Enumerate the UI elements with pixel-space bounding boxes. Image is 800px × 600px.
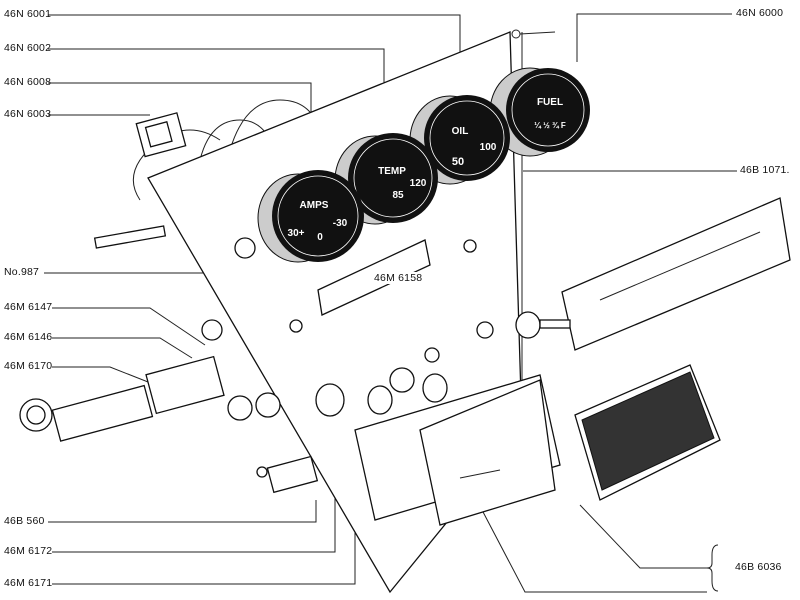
svg-text:100: 100 [480, 142, 497, 153]
part-label-46b-6036: 46B 6036 [735, 561, 782, 573]
part-label-46m-6158: 46M 6158 [372, 272, 425, 284]
part-label-46m-6147: 46M 6147 [4, 301, 53, 313]
switch-assembly [19, 225, 319, 494]
part-label-46n-6002: 46N 6002 [4, 42, 52, 54]
svg-text:OIL: OIL [452, 126, 469, 137]
fuel-gauge: FUEL ¼ ½ ¾ F [489, 67, 590, 157]
svg-text:TEMP: TEMP [378, 166, 406, 177]
svg-text:85: 85 [392, 190, 404, 201]
part-label-46m-6146: 46M 6146 [4, 331, 53, 343]
svg-text:FUEL: FUEL [537, 97, 563, 108]
part-label-46n-6001: 46N 6001 [4, 8, 52, 20]
svg-text:0: 0 [317, 232, 323, 243]
svg-text:30+: 30+ [288, 228, 305, 239]
part-label-46b-1071: 46B 1071. [740, 164, 790, 176]
glovebox-lid [515, 197, 791, 351]
part-label-46n-6008: 46N 6008 [4, 76, 52, 88]
ammeter-gauge: AMPS 30+ 0 -30 [257, 170, 364, 263]
svg-text:AMPS: AMPS [300, 200, 329, 211]
part-label-46b-560: 46B 560 [4, 515, 45, 527]
part-label-46m-6170: 46M 6170 [4, 360, 53, 372]
svg-text:¼ ½ ¾ F: ¼ ½ ¾ F [534, 121, 566, 130]
part-label-no-987: No.987 [4, 266, 40, 278]
svg-text:120: 120 [410, 178, 427, 189]
part-label-46n-6000: 46N 6000 [736, 7, 784, 19]
svg-text:50: 50 [452, 156, 464, 168]
relay-part [135, 112, 187, 158]
cigar-lighter-parts [315, 367, 448, 417]
part-label-46m-6171: 46M 6171 [4, 577, 53, 589]
ashtray-assembly [354, 364, 721, 526]
part-label-46m-6172: 46M 6172 [4, 545, 53, 557]
svg-text:-30: -30 [333, 218, 348, 229]
part-label-46n-6003: 46N 6003 [4, 108, 52, 120]
